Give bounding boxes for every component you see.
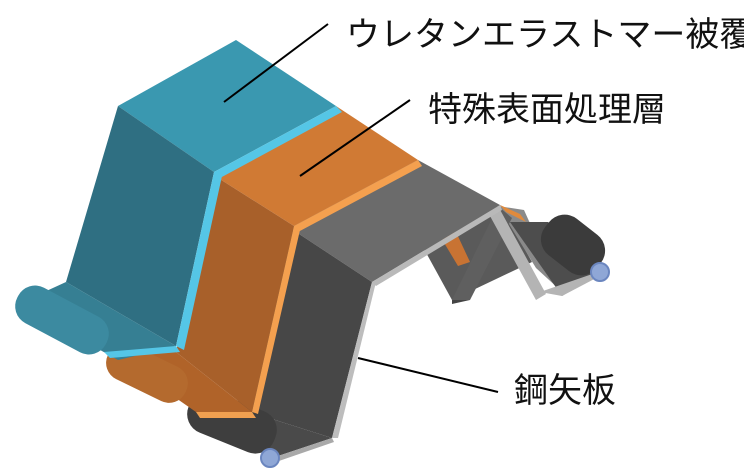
steel-left-end-cap [260, 448, 280, 468]
steel-trough [452, 206, 546, 304]
steel-sheet-pile [187, 160, 502, 468]
treatment-label: 特殊表面処理層 [428, 90, 666, 130]
steel-right-end-cap [590, 262, 610, 282]
coating-label: ウレタンエラストマー被覆 [346, 15, 744, 55]
leader-line-treatment [299, 99, 411, 177]
leader-line-steel [357, 357, 499, 393]
coating-layer [15, 40, 342, 360]
treatment-far-edge-right [500, 205, 526, 222]
leader-line-coating [223, 23, 329, 103]
steel-right-flange [510, 214, 610, 296]
steel-label: 鋼矢板 [514, 371, 616, 411]
